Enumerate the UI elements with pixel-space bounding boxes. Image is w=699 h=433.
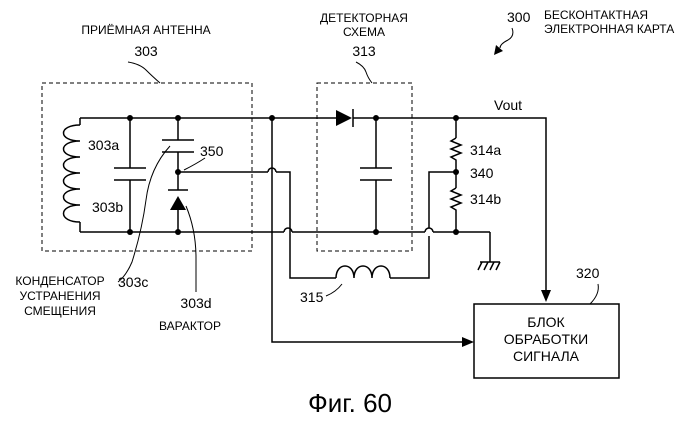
bias-cap-name-2: УСТРАНЕНИЯ bbox=[19, 289, 100, 303]
cap-label: 303b bbox=[92, 199, 123, 215]
crossover-2 bbox=[284, 228, 292, 232]
det-cap-plates bbox=[360, 168, 392, 180]
card-arrow bbox=[494, 45, 503, 55]
r-top-label: 314a bbox=[470, 142, 501, 158]
crossover-3 bbox=[425, 228, 433, 232]
node-350-label: 350 bbox=[200, 143, 224, 159]
block-line-3: СИГНАЛА bbox=[513, 348, 580, 364]
block-leader bbox=[590, 284, 598, 304]
detector-diode bbox=[336, 110, 352, 126]
junction bbox=[127, 115, 133, 121]
bias-cap-name-3: СМЕЩЕНИЯ bbox=[24, 304, 96, 318]
antenna-leader bbox=[128, 62, 160, 83]
varactor-leader bbox=[186, 206, 196, 292]
detector-leader bbox=[356, 62, 372, 83]
bias-cap-name-1: КОНДЕНСАТОР bbox=[15, 274, 104, 288]
coil-303a bbox=[64, 125, 81, 222]
junction bbox=[373, 229, 379, 235]
node-350-leader bbox=[184, 158, 205, 170]
varactor-name: ВАРАКТОР bbox=[159, 319, 221, 333]
vout-label: Vout bbox=[494, 97, 522, 113]
resistor-314a bbox=[451, 138, 461, 172]
antenna-ref: 303 bbox=[134, 43, 158, 59]
antenna-title: ПРИЁМНАЯ АНТЕННА bbox=[81, 23, 210, 37]
block-line-2: ОБРАБОТКИ bbox=[504, 331, 589, 347]
card-title-2: ЭЛЕКТРОННАЯ КАРТА bbox=[544, 22, 674, 36]
card-ref: 300 bbox=[507, 9, 531, 25]
antenna-box bbox=[42, 83, 252, 251]
figure-caption: Фиг. 60 bbox=[308, 388, 392, 418]
junction bbox=[175, 229, 181, 235]
varactor-ref: 303d bbox=[180, 295, 211, 311]
bias-cap-ref: 303c bbox=[118, 274, 148, 290]
card-leader bbox=[500, 28, 513, 48]
junction bbox=[175, 115, 181, 121]
bias-cap-leader bbox=[118, 146, 170, 282]
junction bbox=[127, 229, 133, 235]
ground-icon bbox=[478, 262, 500, 270]
antenna-to-block-wire bbox=[272, 118, 464, 342]
inductor-label: 315 bbox=[300, 289, 324, 305]
detector-title-1: ДЕТЕКТОРНАЯ bbox=[320, 11, 408, 25]
block-line-1: БЛОК bbox=[527, 314, 565, 330]
junction-350 bbox=[175, 169, 181, 175]
arrow-to-block bbox=[462, 337, 474, 347]
resistor-314b bbox=[451, 188, 461, 232]
arrow-vout-to-block bbox=[541, 290, 551, 302]
node-340-label: 340 bbox=[470, 165, 494, 181]
junction bbox=[373, 115, 379, 121]
r-bottom-label: 314b bbox=[470, 191, 501, 207]
cap-303b-plates bbox=[114, 168, 146, 180]
inductor-315 bbox=[336, 266, 390, 278]
inductor-leader bbox=[326, 284, 342, 296]
detector-title-2: СХЕМА bbox=[343, 25, 385, 39]
card-title-1: БЕСКОНТАКТНАЯ bbox=[544, 8, 648, 22]
node-350-wire bbox=[178, 172, 336, 278]
node-340-wire bbox=[390, 172, 456, 278]
varactor-303d bbox=[170, 196, 186, 210]
junction bbox=[453, 229, 459, 235]
detector-box bbox=[317, 83, 412, 251]
block-ref: 320 bbox=[576, 265, 600, 281]
detector-ref: 313 bbox=[352, 43, 376, 59]
coil-label: 303a bbox=[88, 137, 119, 153]
